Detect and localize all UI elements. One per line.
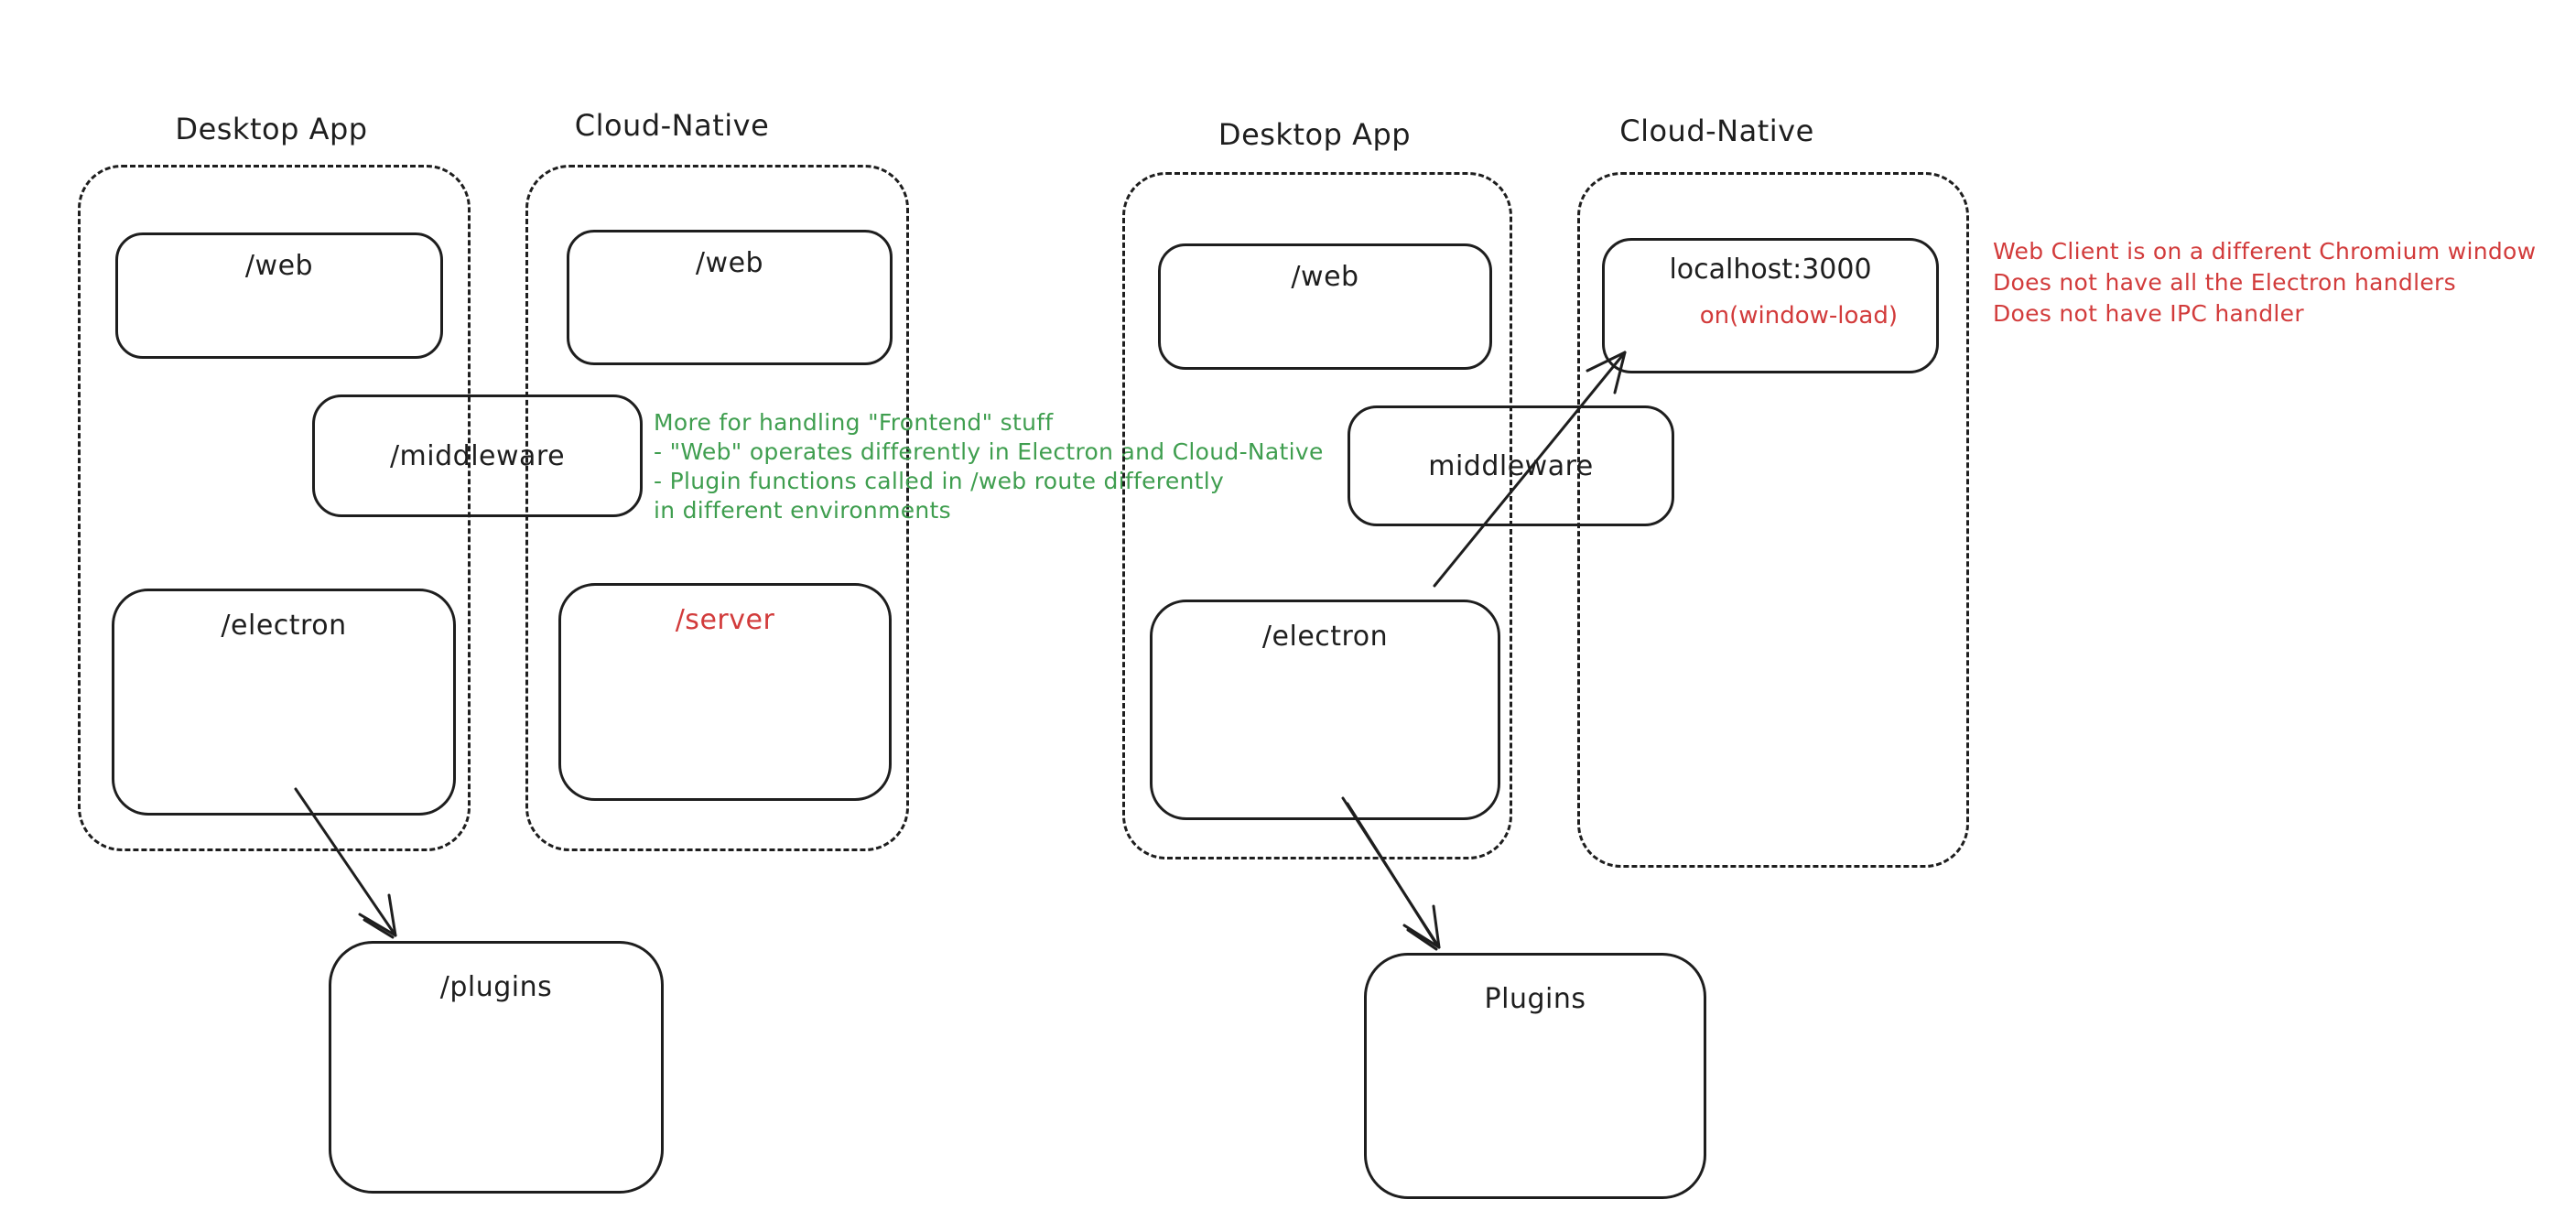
right-red-note-line3: Does not have IPC handler (1993, 300, 2304, 327)
right-plugins-box: Plugins (1364, 953, 1706, 1199)
left-electron-box: /electron (112, 589, 456, 816)
left-cloud-native-title: Cloud-Native (574, 108, 770, 143)
left-server-label: /server (675, 604, 775, 636)
left-green-note-line4: in different environments (654, 497, 951, 524)
left-web-cloud-box: /web (567, 230, 893, 365)
left-plugins-box: /plugins (329, 941, 664, 1194)
left-green-note: More for handling "Frontend" stuff - "We… (654, 408, 1324, 525)
right-electron-label: /electron (1261, 621, 1389, 653)
left-plugins-label: /plugins (439, 971, 553, 1003)
left-server-box: /server (558, 583, 892, 801)
left-cloud-native-container (525, 165, 909, 851)
left-web-cloud-label: /web (695, 247, 764, 279)
right-web-label: /web (1291, 261, 1359, 293)
left-web-desktop-label: /web (244, 250, 314, 282)
right-plugins-label: Plugins (1484, 983, 1586, 1015)
right-localhost-label: localhost:3000 (1669, 254, 1872, 286)
right-localhost-box: localhost:3000 on(window-load) (1602, 238, 1939, 373)
left-middleware-box: /middleware (312, 394, 643, 517)
left-green-note-line2: - "Web" operates differently in Electron… (654, 438, 1324, 465)
right-middleware-label: middleware (1428, 449, 1594, 482)
left-green-note-line3: - Plugin functions called in /web route … (654, 468, 1225, 494)
right-cloud-native-title: Cloud-Native (1619, 113, 1814, 148)
left-middleware-label: /middleware (389, 439, 566, 472)
right-web-box: /web (1158, 243, 1492, 370)
left-web-desktop-box: /web (115, 232, 443, 359)
right-middleware-box: middleware (1348, 405, 1674, 526)
right-red-note-line2: Does not have all the Electron handlers (1993, 269, 2456, 296)
left-green-note-line1: More for handling "Frontend" stuff (654, 409, 1054, 436)
right-red-note: Web Client is on a different Chromium wi… (1993, 236, 2536, 330)
left-electron-label: /electron (221, 610, 347, 642)
right-electron-box: /electron (1150, 600, 1500, 820)
left-desktop-app-container (78, 165, 471, 851)
right-desktop-app-title: Desktop App (1218, 117, 1412, 152)
left-desktop-app-title: Desktop App (175, 112, 368, 146)
right-red-note-line1: Web Client is on a different Chromium wi… (1993, 238, 2537, 265)
right-window-load-label: on(window-load) (1699, 302, 1898, 330)
